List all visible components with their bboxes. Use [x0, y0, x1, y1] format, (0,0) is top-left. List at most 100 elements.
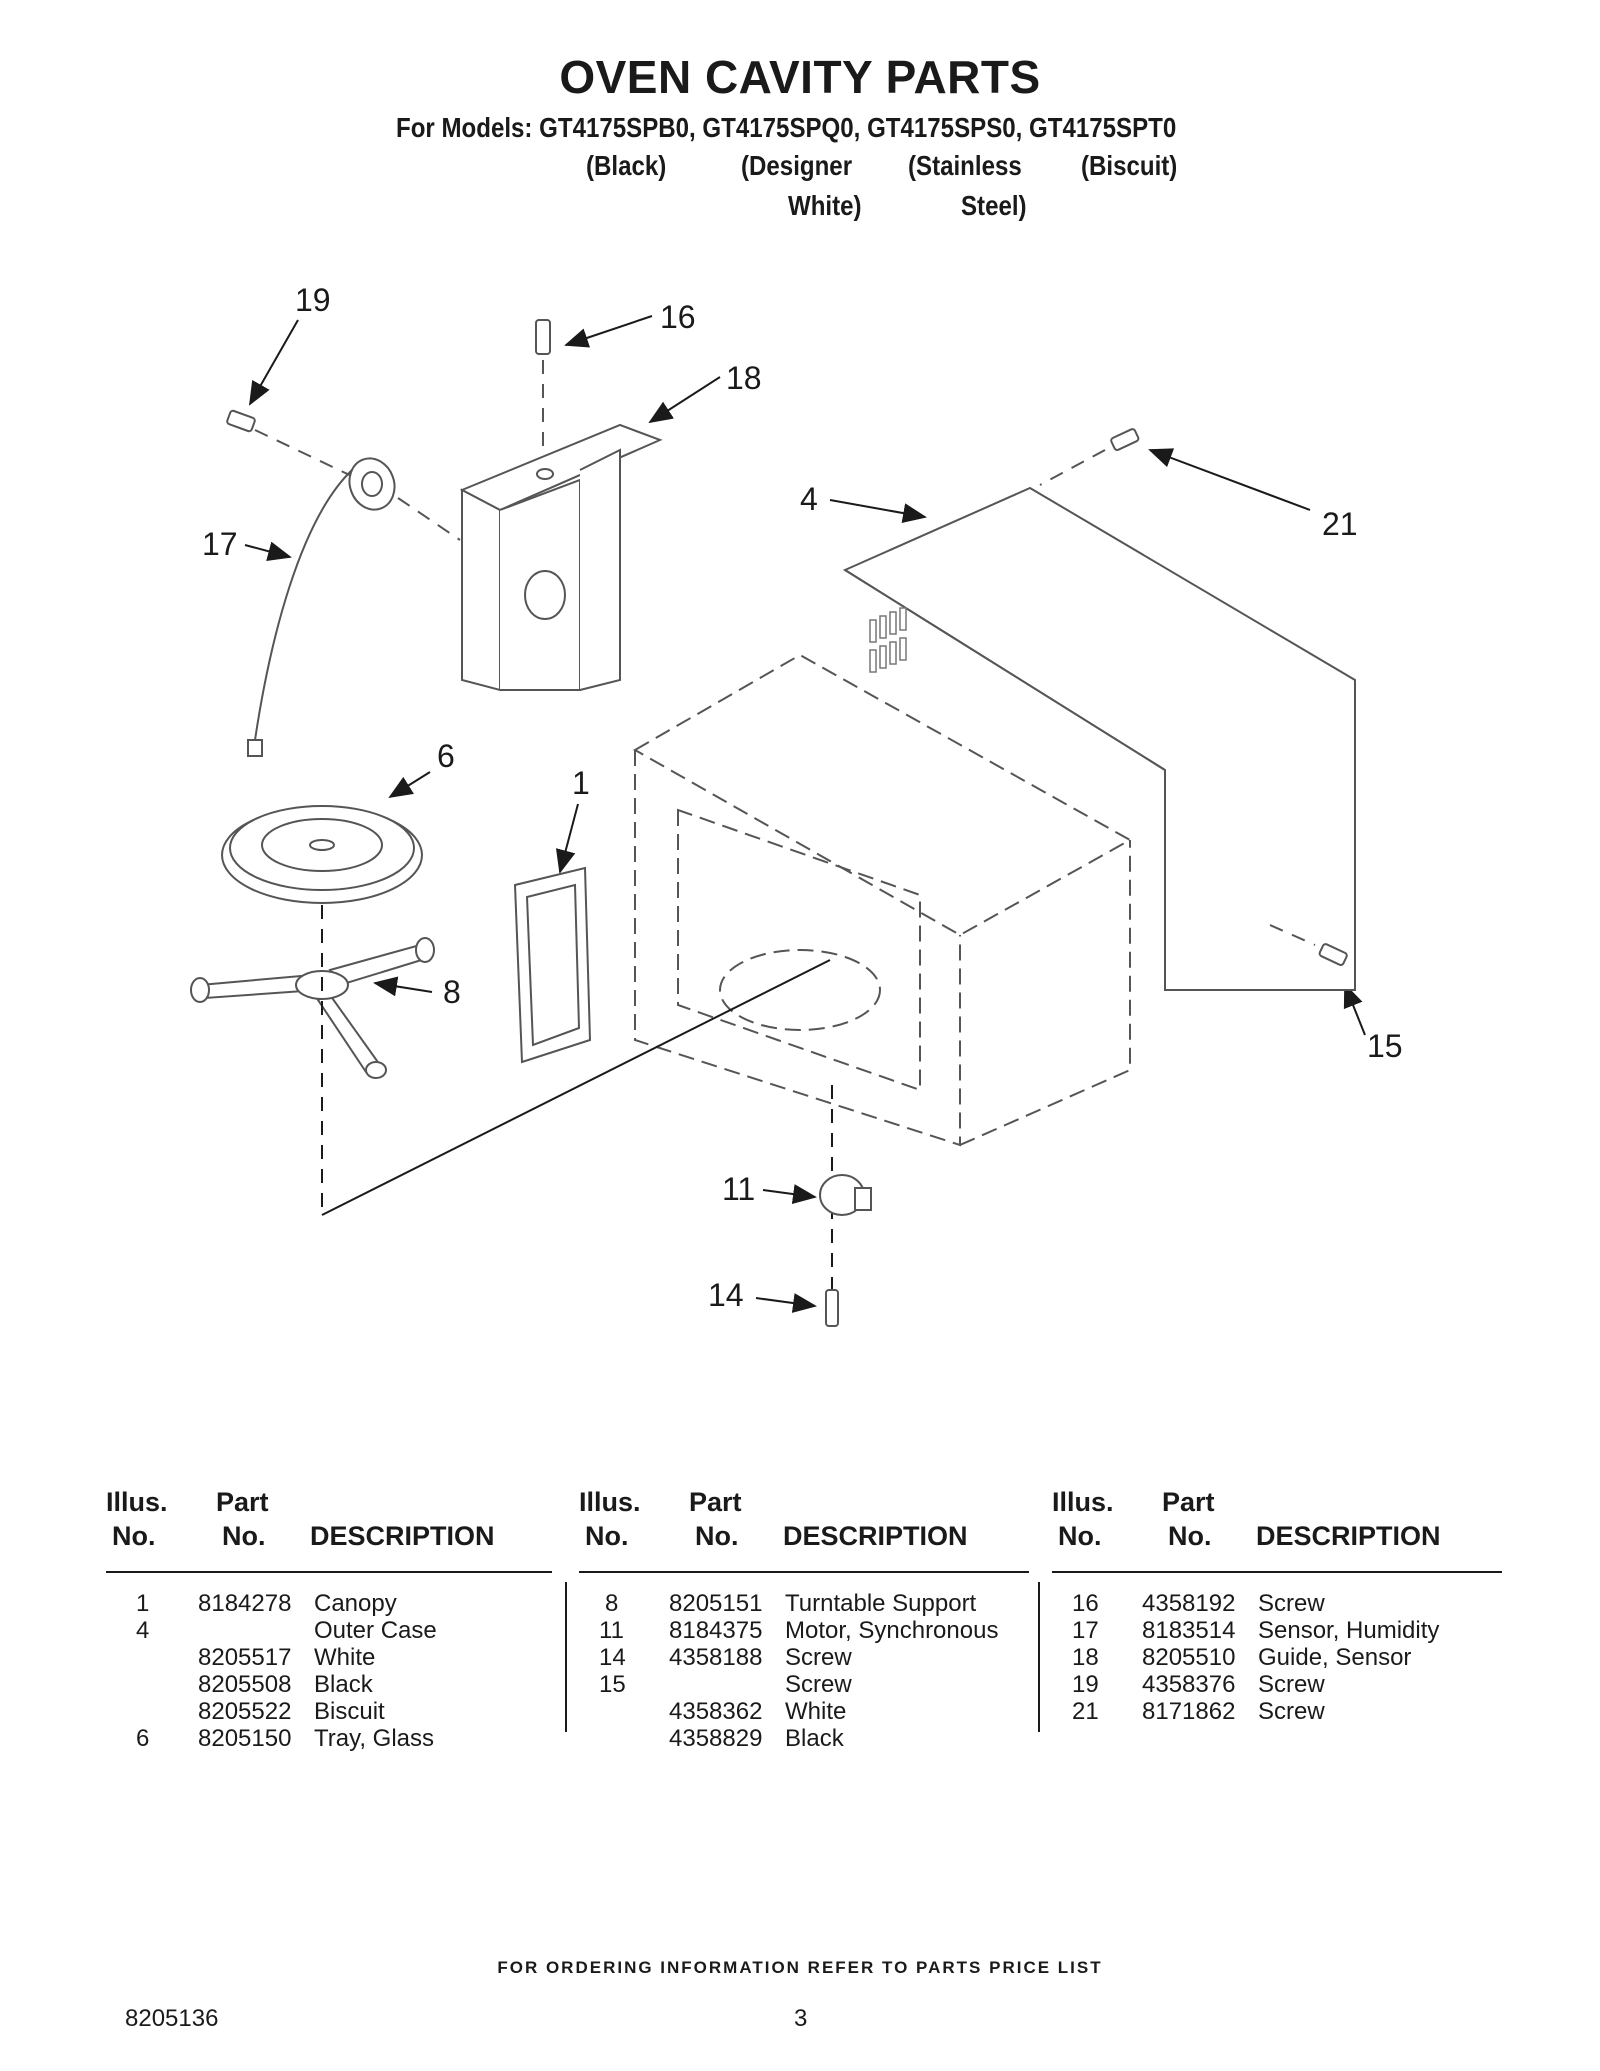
table-column-3: Illus. No. Part No. DESCRIPTION	[1052, 1487, 1502, 1559]
variant-designer-2: White)	[788, 190, 862, 221]
guide-left-wall	[461, 488, 501, 692]
sensor-hole-icon	[361, 471, 383, 497]
leader-17	[244, 541, 292, 561]
cavity-floor-ring	[719, 949, 881, 1031]
callout-15: 15	[1367, 1028, 1403, 1064]
callout-8: 8	[443, 974, 461, 1010]
hdr-illus-no: No.	[112, 1521, 156, 1551]
support-arm-bottom	[316, 993, 382, 1074]
page-number: 3	[794, 2005, 808, 2032]
sensor-wire	[254, 469, 353, 741]
cavity-door-opening	[677, 808, 921, 1092]
leader-4	[829, 499, 927, 523]
canopy-group	[513, 866, 592, 1064]
hdr-illus-no: No.	[1058, 1521, 1102, 1551]
outer-case-group	[842, 428, 1356, 991]
tray-hub-icon	[309, 839, 335, 851]
ordering-note: FOR ORDERING INFORMATION REFER TO PARTS …	[497, 1958, 1103, 1977]
screw-16-icon	[535, 319, 551, 355]
variant-designer: (Designer	[741, 150, 853, 181]
cavity-side-outline	[959, 840, 1131, 1146]
hdr-description: DESCRIPTION	[1256, 1521, 1441, 1551]
support-roller-bottom-icon	[365, 1061, 387, 1079]
guide-hole-icon	[536, 468, 554, 480]
leader-1	[555, 803, 579, 874]
callout-4: 4	[800, 481, 818, 517]
hdr-part: Part	[689, 1487, 742, 1517]
motor-group	[819, 1174, 872, 1327]
screw-21-icon	[1110, 428, 1140, 451]
hdr-description: DESCRIPTION	[310, 1521, 495, 1551]
header-rule-1	[106, 1571, 552, 1573]
variant-stainless: (Stainless	[908, 150, 1022, 181]
callout-16: 16	[660, 299, 696, 335]
header-rule-3	[1052, 1571, 1502, 1573]
hdr-part-no: No.	[695, 1521, 739, 1551]
turntable-support-group	[190, 937, 435, 1079]
hdr-illus: Illus.	[579, 1487, 641, 1517]
screw-19-axis	[254, 429, 361, 481]
hdr-description: DESCRIPTION	[783, 1521, 968, 1551]
column-divider-1	[565, 1582, 567, 1732]
hdr-part-no: No.	[1168, 1521, 1212, 1551]
sensor-connector-icon	[247, 739, 263, 757]
screw-15-axis	[1269, 924, 1316, 946]
hdr-illus: Illus.	[106, 1487, 168, 1517]
guide-sensor-group	[459, 319, 663, 692]
sensor-humidity-group	[226, 409, 461, 757]
oven-cavity	[632, 653, 1133, 1147]
leader-21	[1148, 448, 1311, 511]
outer-case-vents	[869, 607, 907, 673]
callout-21: 21	[1322, 506, 1358, 542]
outer-case-body	[842, 486, 1356, 991]
hdr-part-no: No.	[222, 1521, 266, 1551]
column-divider-2	[1038, 1582, 1040, 1732]
outer-case-edge	[844, 569, 1166, 771]
cavity-front-outline	[634, 750, 961, 1147]
callout-17: 17	[202, 526, 238, 562]
glass-tray-group	[221, 805, 423, 904]
hdr-part: Part	[216, 1487, 269, 1517]
callout-1: 1	[572, 765, 590, 801]
leader-11	[762, 1184, 817, 1204]
leader-18	[648, 376, 721, 424]
callout-11: 11	[722, 1171, 755, 1207]
screw-21-axis	[1039, 449, 1106, 486]
canopy-inner	[525, 883, 581, 1047]
connector-line	[321, 959, 831, 1216]
leader-6	[388, 771, 431, 799]
sensor-axis	[397, 497, 461, 541]
callout-18: 18	[726, 360, 762, 396]
hdr-part: Part	[1162, 1487, 1215, 1517]
header-rule-2	[579, 1571, 1029, 1573]
screw-14-icon	[825, 1289, 839, 1327]
variant-black: (Black)	[586, 150, 667, 181]
leader-14	[755, 1293, 817, 1313]
variant-biscuit: (Biscuit)	[1081, 150, 1178, 181]
exploded-parts-diagram: 19 16 18 4 21 17 6 1 8 11 14 15	[190, 282, 1403, 1327]
screw-15-icon	[1318, 943, 1348, 966]
document-number: 8205136	[125, 2005, 219, 2032]
table-column-1: Illus. No. Part No. DESCRIPTION	[106, 1487, 556, 1559]
support-roller-right-icon	[415, 937, 435, 963]
cavity-top-outline	[632, 653, 1133, 937]
hdr-illus-no: No.	[585, 1521, 629, 1551]
models-line: For Models: GT4175SPB0, GT4175SPQ0, GT41…	[396, 112, 1177, 143]
leader-15	[1343, 983, 1366, 1036]
variant-stainless-2: Steel)	[961, 190, 1027, 221]
support-roller-left-icon	[190, 977, 210, 1003]
callout-14: 14	[708, 1277, 744, 1313]
guide-right-wall	[579, 448, 621, 691]
callout-6: 6	[437, 738, 455, 774]
guide-port-icon	[524, 570, 566, 620]
leader-16	[564, 315, 653, 348]
screw-19-icon	[226, 409, 256, 433]
page-title: OVEN CAVITY PARTS	[559, 51, 1041, 103]
motor-terminal-icon	[854, 1187, 872, 1211]
callout-19: 19	[295, 282, 331, 318]
leader-8	[373, 976, 433, 997]
leader-19	[249, 319, 299, 406]
hdr-illus: Illus.	[1052, 1487, 1114, 1517]
table-column-2: Illus. No. Part No. DESCRIPTION	[579, 1487, 1029, 1559]
assembly-axis	[321, 905, 833, 1310]
